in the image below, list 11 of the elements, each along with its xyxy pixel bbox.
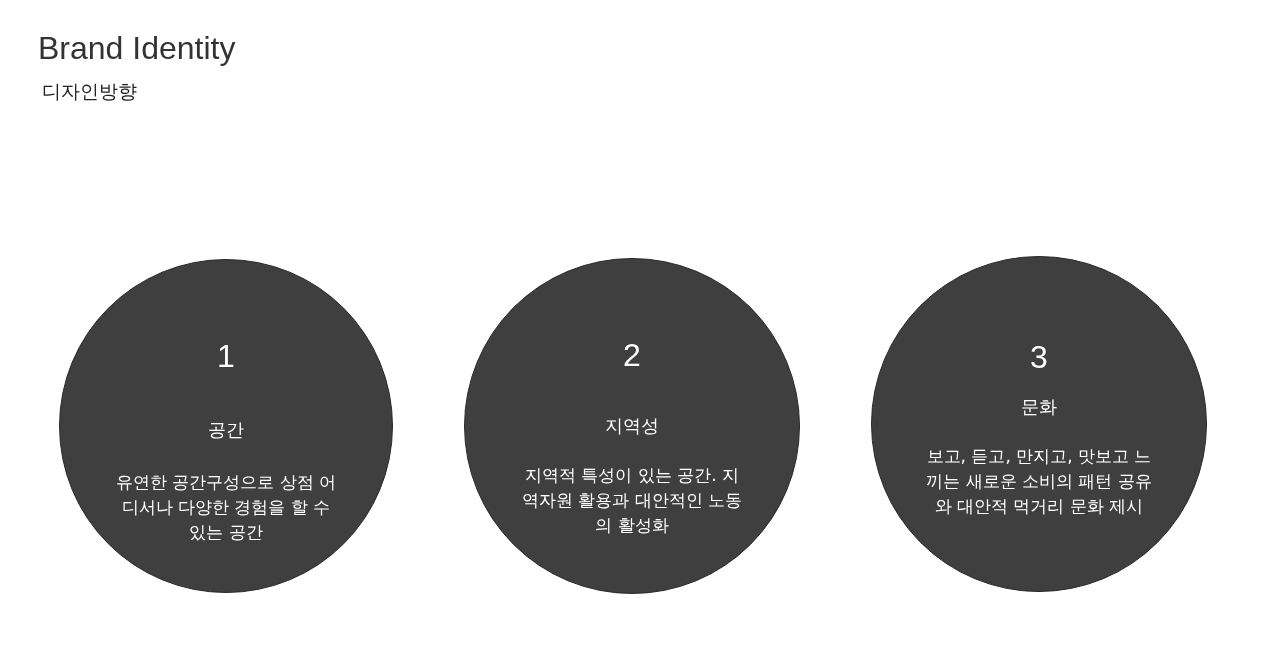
step-number: 3 (1030, 339, 1048, 376)
circle-heading: 지역성 (605, 414, 659, 438)
circle-heading: 문화 (1021, 395, 1057, 419)
circle-text: 지역적 특성이 있는 공간. 지역자원 활용과 대안적인 노동의 활성화 (520, 464, 744, 537)
step-number: 2 (623, 337, 641, 374)
circle-text: 유연한 공간구성으로 상점 어디서나 다양한 경험을 할 수 있는 공간 (114, 471, 338, 544)
step-number: 1 (217, 338, 235, 375)
circle-text: 보고, 듣고, 만지고, 맛보고 느끼는 새로운 소비의 패턴 공유와 대안적 먹거리 문화 제시 (925, 445, 1153, 518)
circle-heading: 공간 (208, 418, 244, 442)
page-title: Brand Identity (38, 30, 236, 67)
subtitle: 디자인방향 (42, 79, 137, 104)
